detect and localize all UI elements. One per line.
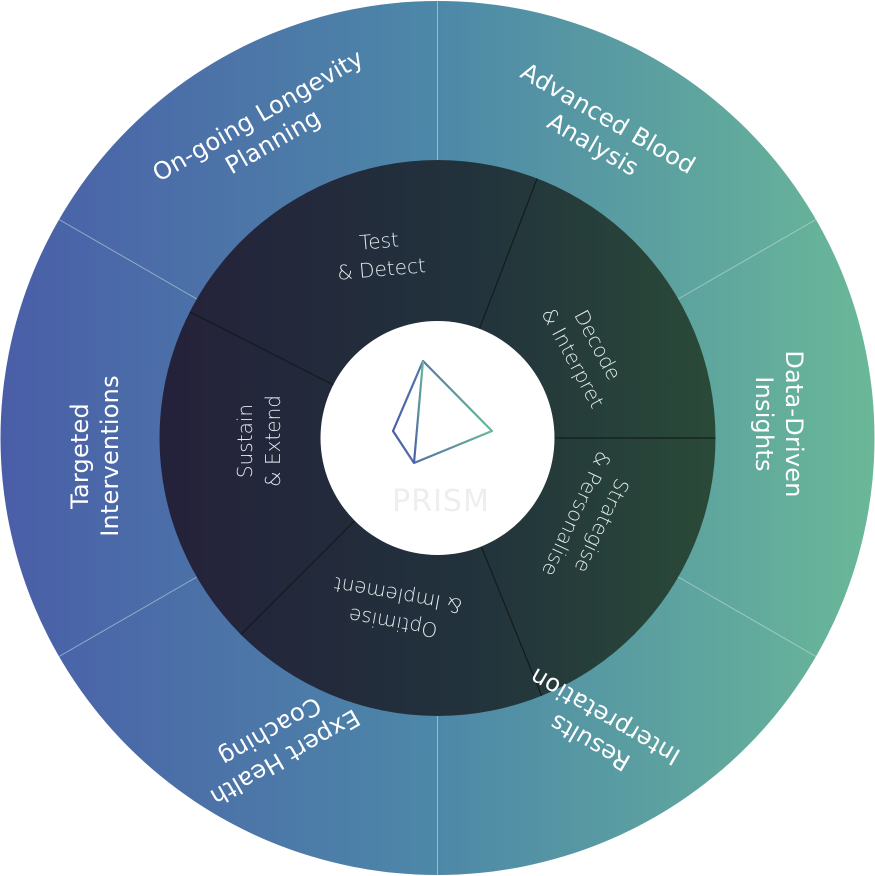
prism-icon — [391, 359, 494, 465]
segment-divider — [676, 575, 817, 657]
segment-divider — [480, 545, 543, 696]
inner-ring-dividers — [189, 178, 716, 696]
inner-label-line: Test — [358, 227, 399, 254]
outer-ring-dividers — [58, 1, 817, 875]
inner-segment-sustain-extend: Sustain & Extend — [233, 395, 285, 487]
inner-label-line: Sustain — [233, 404, 257, 478]
outer-label-line: Targeted — [66, 403, 94, 510]
center-hub — [320, 321, 555, 555]
outer-label-line: Data-Driven — [780, 350, 808, 497]
outer-label-line: Insights — [750, 376, 778, 471]
segment-divider — [240, 519, 356, 635]
segment-divider — [189, 311, 335, 386]
inner-label-line: & Extend — [261, 395, 285, 487]
brand-label: PRISM — [392, 484, 490, 519]
segment-divider — [58, 219, 199, 301]
outer-label-line: Interventions — [96, 375, 124, 537]
segment-divider — [58, 575, 199, 657]
segment-divider — [676, 219, 817, 301]
outer-segment-data-driven-insights: Data-Driven Insights — [750, 350, 808, 497]
outer-segment-targeted-interventions: Targeted Interventions — [66, 375, 124, 537]
segment-divider — [478, 178, 538, 330]
